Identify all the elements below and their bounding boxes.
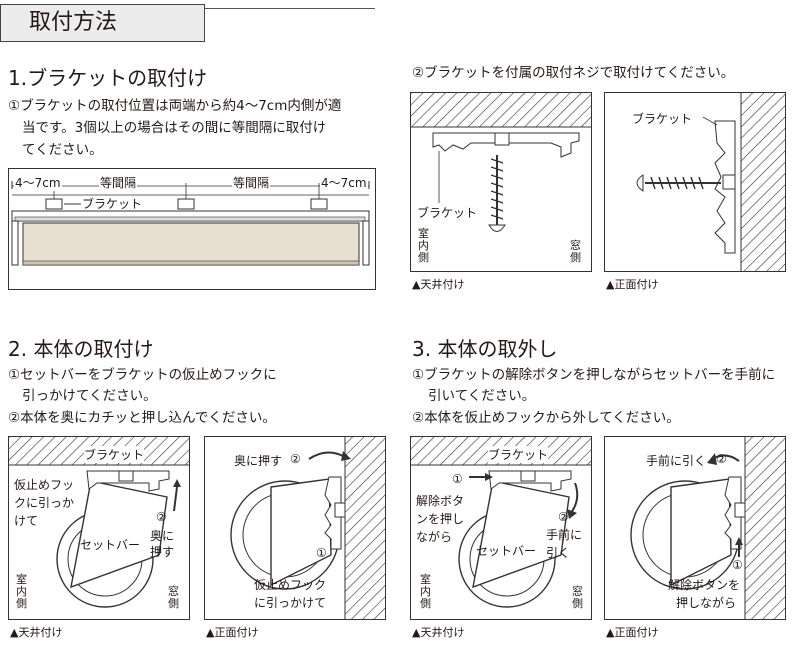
section1-step1-line3: てください。: [22, 142, 103, 158]
remove-release-label2-line1: 解除ボタンを: [668, 578, 741, 592]
section1-step1-line1: ①ブラケットの取付位置は両端から約4～7cm内側が適: [8, 98, 342, 114]
equal-spacing-label-2: 等間隔: [232, 174, 271, 191]
dim-left-label: 4～7cm: [14, 174, 62, 191]
remove-wall-num-2: ②: [716, 452, 727, 466]
window-side-label: 窓側: [570, 239, 581, 264]
indoor-side-label: 室内側: [418, 227, 429, 264]
install-indoor-label: 室内側: [16, 573, 27, 610]
ceiling-screw-svg: [411, 93, 591, 232]
remove-num-2: ②: [558, 510, 569, 524]
section3-step2: ②本体を仮止めフックから外してください。: [412, 410, 680, 426]
ceiling-mount-screw-diagram: [410, 92, 592, 272]
install-wall-svg: [230, 437, 385, 619]
section2-step2: ②本体を奥にカチッと押し込んでください。: [8, 410, 276, 426]
remove-bracket-label: ブラケット: [488, 446, 549, 463]
install-num-2: ②: [156, 510, 167, 524]
remove-pull-label: 手前に引く: [546, 528, 583, 560]
wall-mount-screw-diagram: [604, 92, 786, 272]
install-push-top-label: 奥に押す: [234, 454, 283, 468]
ceiling-caption: ▲天井付け: [412, 278, 465, 291]
install-hook-label2-line1: 仮止めフック: [254, 578, 327, 592]
title-rule: [205, 8, 375, 9]
wall-screw-svg: [636, 93, 785, 271]
remove-pull-top-label: 手前に引く: [646, 454, 707, 468]
install-push-label: 奥に押す: [150, 529, 175, 559]
remove-ceiling-diagram: [410, 436, 592, 620]
remove-wall-caption: ▲正面付け: [606, 626, 659, 639]
section2-step1-line1: ①セットバーをブラケットの仮止めフックに: [8, 367, 277, 383]
install-ceiling-diagram: [8, 436, 190, 620]
section3-step1-line1: ①ブラケットの解除ボタンを押しながらセットバーを手前に: [412, 367, 776, 383]
section1-heading: 1.ブラケットの取付け: [8, 66, 208, 90]
install-wall-num-1: ①: [316, 546, 327, 560]
section2-step1-line2: 引っかけてください。: [22, 388, 157, 404]
bracket-label: ブラケット: [82, 197, 143, 211]
section2-heading: 2. 本体の取付け: [8, 337, 154, 361]
remove-wall-diagram: [604, 436, 786, 620]
install-wall-num-2: ②: [290, 452, 301, 466]
remove-release-label2-line2: 押しながら: [676, 596, 737, 610]
section1-step1-line2: 当です。3個以上の場合はその間に等間隔に取付け: [22, 120, 327, 136]
section3-heading: 3. 本体の取外し: [412, 337, 558, 361]
install-ceiling-caption: ▲天井付け: [10, 626, 63, 639]
dim-right-label: 4～7cm: [320, 174, 368, 191]
wall-caption: ▲正面付け: [606, 278, 659, 291]
remove-wall-svg: [630, 437, 785, 619]
equal-spacing-label-1: 等間隔: [99, 174, 138, 191]
page-title: 取付方法: [0, 4, 205, 42]
install-window-label: 窓側: [168, 585, 179, 610]
section3-step1-line2: 引いてください。: [428, 388, 536, 404]
remove-num-1: ①: [452, 472, 463, 486]
install-wall-diagram: [204, 436, 386, 620]
install-bracket-label: ブラケット: [84, 446, 145, 463]
bracket-position-diagram: [8, 168, 376, 290]
remove-ceiling-caption: ▲天井付け: [412, 626, 465, 639]
section1-step2: ②ブラケットを付属の取付ネジで取付けてください。: [412, 65, 735, 81]
install-wall-caption: ▲正面付け: [206, 626, 259, 639]
install-hook-label: 仮止めフックに引っかけて: [14, 478, 75, 528]
remove-indoor-label: 室内側: [420, 573, 431, 610]
remove-window-label: 窓側: [572, 585, 583, 610]
install-ceiling-svg: [9, 437, 189, 608]
bracket-position-svg: [11, 181, 370, 266]
remove-wall-num-1: ①: [732, 558, 743, 572]
install-setbar-label: セットバー: [80, 538, 141, 552]
remove-release-label: 解除ボタンを押しながら: [416, 494, 465, 544]
remove-setbar-label: セットバー: [476, 544, 537, 558]
wall-bracket-label: ブラケット: [632, 112, 693, 126]
remove-ceiling-svg: [411, 437, 591, 608]
install-hook-label2-line2: に引っかけて: [254, 596, 327, 610]
ceiling-bracket-label: ブラケット: [417, 206, 478, 220]
